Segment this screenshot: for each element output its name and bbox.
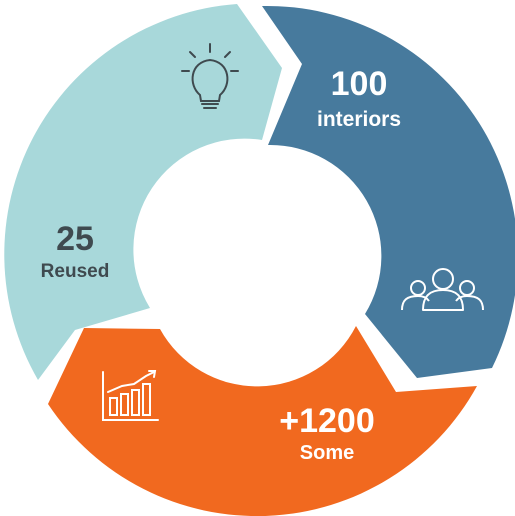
bar-chart-icon [102,370,159,421]
lightbulb-icon [181,43,239,109]
reused-value: 25 [56,220,94,258]
interiors-value: 100 [331,65,388,103]
people-group-icon [401,268,484,311]
some-value: +1200 [279,402,375,440]
segment-interactors [262,5,515,378]
some-label: Some [300,442,354,464]
reused-label: Reused [41,261,110,282]
interiors-label: interiors [317,108,401,131]
segment-reused [4,4,283,380]
